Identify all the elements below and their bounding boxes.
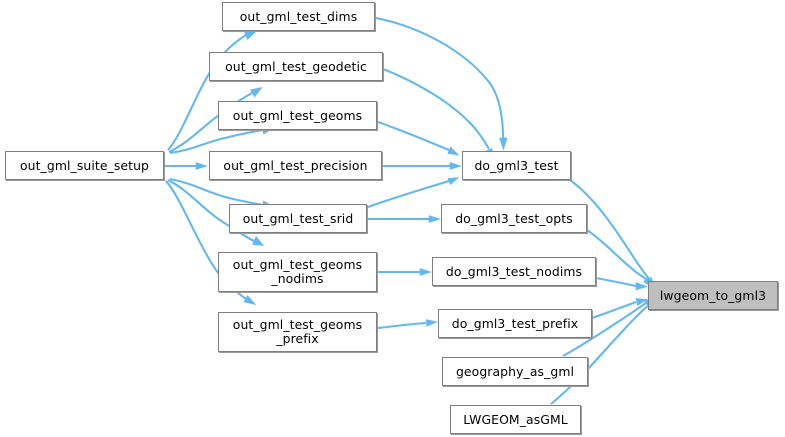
arrowhead-test-precision bbox=[195, 162, 208, 170]
arrowhead-do-gml3-test-opts bbox=[428, 215, 441, 223]
arrowhead-do-gml3-test-prefix bbox=[425, 319, 438, 327]
edge-do-gml3-test-opts-to-lwgeom-to-gml3 bbox=[586, 229, 647, 280]
edge-do-gml3-test-nodims-to-lwgeom-to-gml3 bbox=[595, 276, 637, 288]
node-do-gml3-test-prefix[interactable]: do_gml3_test_prefix bbox=[438, 309, 592, 338]
node-lwgeom-asgml[interactable]: LWGEOM_asGML bbox=[450, 405, 581, 434]
node-do-gml3-test[interactable]: do_gml3_test bbox=[462, 151, 571, 180]
edge-suite-setup-to-test-geoms-nodims bbox=[167, 179, 255, 242]
arrowhead-do-gml3-test-5 bbox=[447, 177, 460, 186]
node-out-gml-test-dims[interactable]: out_gml_test_dims bbox=[222, 2, 375, 31]
arrowhead-do-gml3-test-nodims bbox=[419, 268, 432, 276]
node-lwgeom-to-gml3[interactable]: lwgeom_to_gml3 bbox=[648, 281, 778, 310]
arrowhead-do-gml3-test-3 bbox=[447, 146, 460, 156]
edge-do-gml3-test-prefix-to-lwgeom-to-gml3 bbox=[591, 301, 637, 319]
arrowhead-test-dims bbox=[244, 31, 257, 41]
node-do-gml3-test-opts[interactable]: do_gml3_test_opts bbox=[441, 204, 587, 233]
edge-test-dims-to-do-gml3-test bbox=[375, 16, 505, 139]
arrowhead-test-geoms-nodims bbox=[252, 235, 265, 246]
edge-test-geodetic-to-do-gml3-test bbox=[382, 68, 490, 150]
arrowhead-test-geodetic bbox=[250, 87, 263, 98]
edge-group-to-do-gml3-test bbox=[367, 16, 508, 330]
edge-do-gml3-test-to-lwgeom-to-gml3 bbox=[569, 179, 650, 280]
edge-geography-as-gml-to-lwgeom-to-gml3 bbox=[562, 302, 647, 357]
edge-group-suite-setup bbox=[165, 31, 275, 305]
node-do-gml3-test-nodims[interactable]: do_gml3_test_nodims bbox=[432, 257, 596, 286]
arrowhead-do-gml3-test-1 bbox=[499, 137, 508, 151]
node-out-gml-test-precision[interactable]: out_gml_test_precision bbox=[209, 151, 382, 180]
node-out-gml-test-geoms-prefix[interactable]: out_gml_test_geoms _prefix bbox=[218, 312, 377, 352]
edge-test-geoms-to-do-gml3-test bbox=[377, 121, 450, 151]
node-out-gml-test-srid[interactable]: out_gml_test_srid bbox=[229, 204, 367, 233]
arrowhead-do-gml3-test-4 bbox=[449, 162, 462, 170]
node-out-gml-test-geoms[interactable]: out_gml_test_geoms bbox=[218, 101, 377, 130]
node-out-gml-test-geoms-nodims[interactable]: out_gml_test_geoms _nodims bbox=[218, 252, 377, 292]
arrowhead-lwgeom-to-gml3-3 bbox=[635, 282, 648, 291]
edge-suite-setup-to-test-geoms bbox=[169, 128, 264, 155]
edge-suite-setup-to-test-srid bbox=[169, 177, 264, 207]
edge-test-srid-to-do-gml3-test bbox=[367, 179, 450, 208]
node-out-gml-test-geodetic[interactable]: out_gml_test_geodetic bbox=[209, 52, 383, 81]
node-out-gml-suite-setup[interactable]: out_gml_suite_setup bbox=[5, 151, 164, 180]
arrowhead-test-geoms-prefix bbox=[243, 294, 257, 305]
node-geography-as-gml[interactable]: geography_as_gml bbox=[442, 357, 588, 386]
edge-test-geoms-prefix-to-do-gml3-test-prefix bbox=[377, 321, 427, 330]
